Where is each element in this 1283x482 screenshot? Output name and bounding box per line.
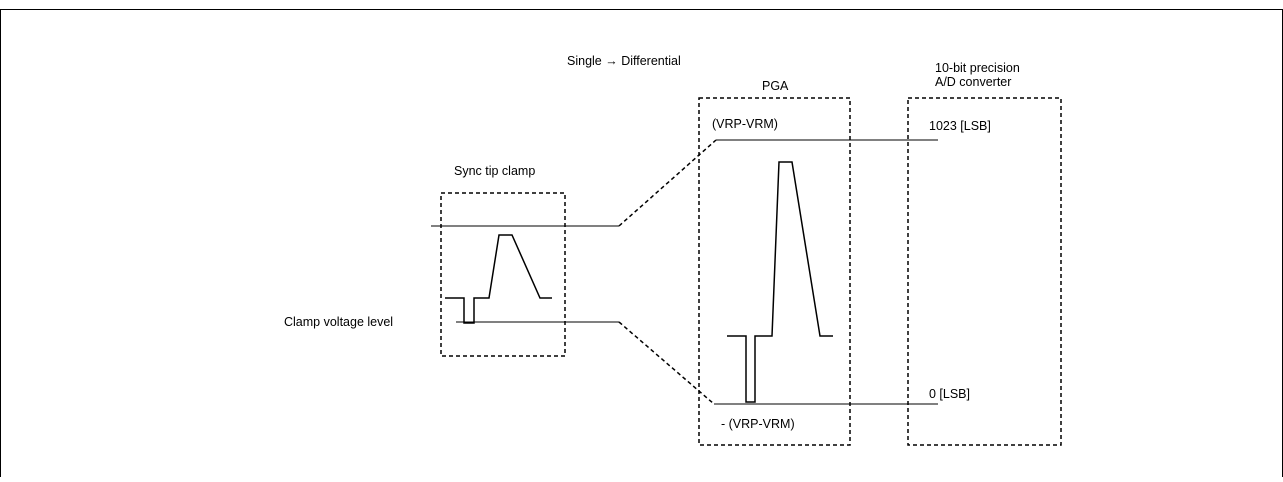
clamp-waveform — [445, 234, 552, 324]
adc-bottom-label: 0 [LSB] — [929, 387, 970, 401]
expand-top-dashed — [618, 139, 717, 227]
pga-waveform — [727, 161, 833, 403]
adc-top-label: 1023 [LSB] — [929, 119, 991, 133]
single-to-differential-label: Single → Differential — [567, 54, 681, 68]
pga-box — [698, 97, 851, 446]
sync-tip-clamp-box — [440, 192, 566, 357]
outer-border — [0, 9, 1283, 477]
sync-tip-clamp-title: Sync tip clamp — [454, 164, 535, 178]
adc-title-line2: A/D converter — [935, 75, 1011, 89]
adc-box — [907, 97, 1062, 446]
clamp-voltage-level-label: Clamp voltage level — [284, 315, 393, 329]
pga-top-label: (VRP-VRM) — [712, 117, 778, 131]
pga-bottom-label: - (VRP-VRM) — [721, 417, 795, 431]
pga-title: PGA — [762, 79, 789, 93]
adc-title-line1: 10-bit precision — [935, 61, 1020, 75]
